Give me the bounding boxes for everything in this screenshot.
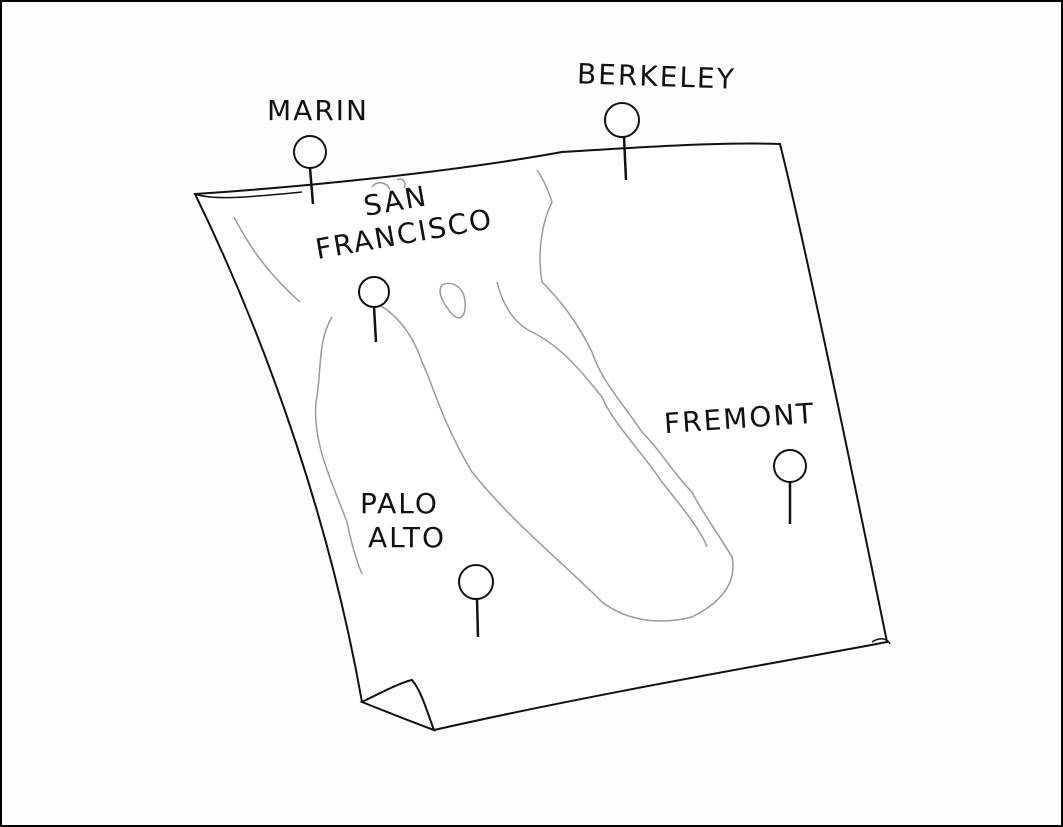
label-marin: MARIN <box>267 94 369 127</box>
label-palo-alto: PALO ALTO <box>360 487 447 554</box>
paper-sheet <box>193 142 889 732</box>
paper-top-roll <box>194 191 303 199</box>
bay-inner-shore <box>496 281 708 548</box>
bay-coastline-east-shore <box>366 169 734 622</box>
pin-palo-alto <box>458 564 494 638</box>
golden-gate-sketch <box>371 178 406 191</box>
pin-san-francisco <box>358 276 390 343</box>
island <box>439 282 466 319</box>
pin-fremont <box>773 449 807 524</box>
pin-berkeley <box>604 102 640 181</box>
paper-curl-corner <box>359 678 436 732</box>
paper-curl-right <box>871 638 891 645</box>
bay-coastline-west <box>233 216 363 575</box>
pin-marin <box>293 135 327 205</box>
label-berkeley: BERKELEY <box>576 57 737 96</box>
